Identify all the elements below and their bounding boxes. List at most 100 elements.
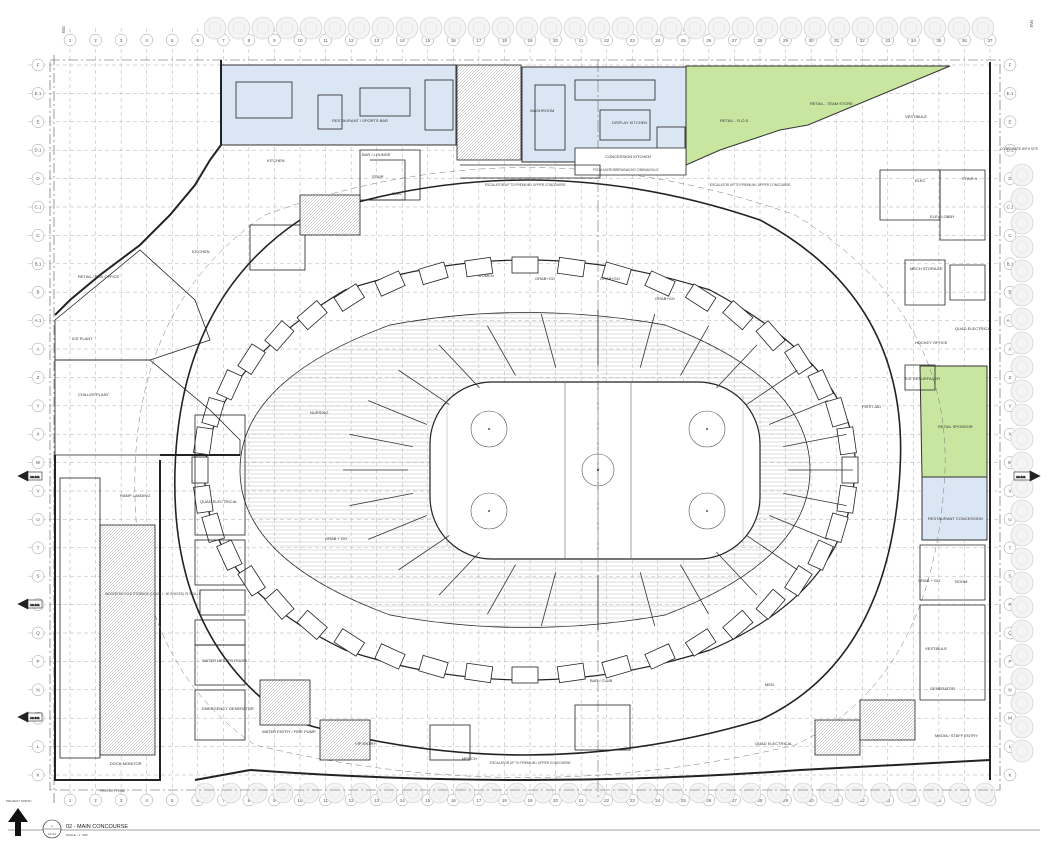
tree-icon xyxy=(875,16,899,40)
tree-icon xyxy=(688,782,710,804)
colored-zones xyxy=(220,64,988,541)
label-bicycle-storage: INDOOR BICYCLE STORAGE (CLASS I - 60 SPA… xyxy=(105,592,201,596)
suite-room xyxy=(264,320,295,352)
grid-label-top: 1 xyxy=(69,38,72,43)
tree-icon xyxy=(779,16,803,40)
grid-label-top: 11 xyxy=(323,38,328,43)
label-quad-electrical-right: QUAD ELECTRICAL xyxy=(955,326,993,331)
faceoff-circle-bl xyxy=(470,492,508,530)
view-title: 02 - MAIN CONCOURSE xyxy=(66,824,128,830)
tree-icon xyxy=(246,782,268,804)
suite-room xyxy=(216,369,243,401)
suite-room xyxy=(836,484,857,514)
aisle-line xyxy=(783,492,847,506)
outer-dashed-ring xyxy=(134,167,946,778)
seating-aisles xyxy=(343,310,853,630)
corner-label-nw: NW xyxy=(1029,20,1034,28)
grid-bubble-top xyxy=(140,33,153,47)
rink-boards xyxy=(429,381,761,560)
tree-icon xyxy=(558,782,580,804)
grid-bubble-left xyxy=(31,541,45,555)
grid-label-left: C.1 xyxy=(34,205,42,210)
grid-bubble-top xyxy=(702,33,716,47)
grid-bubble-top xyxy=(114,33,128,47)
tree-icon xyxy=(491,16,515,40)
aisle-line xyxy=(716,344,758,389)
grid-label-top: 37 xyxy=(987,38,993,43)
label-emergency-generator: EMERGENCY GENERATOR xyxy=(202,706,254,711)
grid-label-right: B.1 xyxy=(1007,261,1014,266)
grid-label-right: C.1 xyxy=(1006,205,1014,210)
suite-room xyxy=(264,588,295,620)
tree-icon xyxy=(851,16,875,40)
grid-label-top: 8 xyxy=(248,38,251,43)
grid-label-top: 29 xyxy=(783,38,789,43)
suite-room xyxy=(601,261,632,286)
site-trees xyxy=(194,16,1034,804)
grid-bubble-left xyxy=(31,200,45,214)
tree-icon xyxy=(299,16,323,40)
label-merch: MERCH xyxy=(462,756,477,761)
grid-label-top: 17 xyxy=(476,38,482,43)
suite-room xyxy=(556,662,586,684)
grid-bubble-left xyxy=(31,569,45,583)
tree-icon xyxy=(194,782,216,804)
grid-bubble-bottom xyxy=(63,793,77,807)
label-stair-top: STAIR xyxy=(372,174,384,179)
label-dock-monitor: DOCK MONITOR xyxy=(110,761,142,766)
aisle-line xyxy=(487,564,516,615)
suite-room xyxy=(722,299,754,331)
grid-bubble-top xyxy=(89,33,102,47)
grid-bubble-top xyxy=(651,33,665,47)
suite-room xyxy=(216,539,243,571)
grid-label-left: E xyxy=(36,119,39,124)
grid-label-bottom: 18 xyxy=(502,798,508,803)
grid-bubble-left xyxy=(31,427,45,441)
grid-label-bottom: 15 xyxy=(425,798,431,803)
suite-room xyxy=(644,270,676,297)
suite-room xyxy=(836,426,857,456)
grid-bubble-right xyxy=(1003,541,1017,555)
grid-label-left: Y xyxy=(36,403,39,408)
grid-bubble-left xyxy=(31,172,45,185)
label-concession-kitchen: CONCESSION KITCHEN xyxy=(605,154,651,159)
grid-label-right: N xyxy=(1008,687,1011,692)
label-retail-left: RETAIL - R-O-S xyxy=(720,118,749,123)
tree-icon xyxy=(324,782,346,804)
label-pizza-bar: PIZZA MICROBREW/NACHO CINEMA/VILLE xyxy=(593,168,658,172)
label-media-staff-entry: MEDIA / STAFF ENTRY xyxy=(935,733,978,738)
grid-bubble-top xyxy=(63,33,77,47)
label-ice-resurfacer: ICE RESURFACER xyxy=(905,376,940,381)
grid-label-top: 24 xyxy=(655,38,661,43)
grid-label-right: A.1 xyxy=(1007,318,1014,323)
tree-icon xyxy=(376,782,398,804)
grid-bubble-right xyxy=(1003,143,1017,157)
tree-icon xyxy=(635,16,659,40)
label-vip-entry: VIP ENTRY xyxy=(355,741,376,746)
grid-label-bottom: 16 xyxy=(451,798,457,803)
tree-icon xyxy=(896,782,918,804)
tree-icon xyxy=(480,782,502,804)
left-wing-rooms xyxy=(54,194,916,761)
faceoff-circle-br xyxy=(688,492,726,530)
grid-label-right: D xyxy=(1008,176,1012,181)
tree-icon xyxy=(1010,667,1034,691)
grid-label-top: 18 xyxy=(502,38,508,43)
grid-label-left: B xyxy=(36,290,39,295)
grid-bubble-left xyxy=(31,115,45,129)
room-labels: RESTAURANT / SPORTS BAR KITCHEN BAR / LO… xyxy=(72,101,1038,793)
label-water-entry: WATER ENTRY / FIRE PUMP xyxy=(262,729,316,734)
label-elec-right: ELEC xyxy=(915,178,926,183)
aisle-line xyxy=(746,369,798,405)
tree-icon xyxy=(1010,643,1034,667)
section-marker-a: A3-101 xyxy=(17,470,43,482)
blue-zone-restaurant-right xyxy=(921,476,988,541)
grid-label-bottom: 19 xyxy=(527,798,533,803)
grid-label-right: R xyxy=(1008,602,1012,607)
tree-icon xyxy=(454,782,476,804)
tree-icon xyxy=(827,16,851,40)
grid-label-bottom: 9 xyxy=(273,798,276,803)
grid-bubble-left xyxy=(31,655,45,668)
suite-room xyxy=(201,397,225,428)
green-zone-retail-top xyxy=(685,65,951,166)
